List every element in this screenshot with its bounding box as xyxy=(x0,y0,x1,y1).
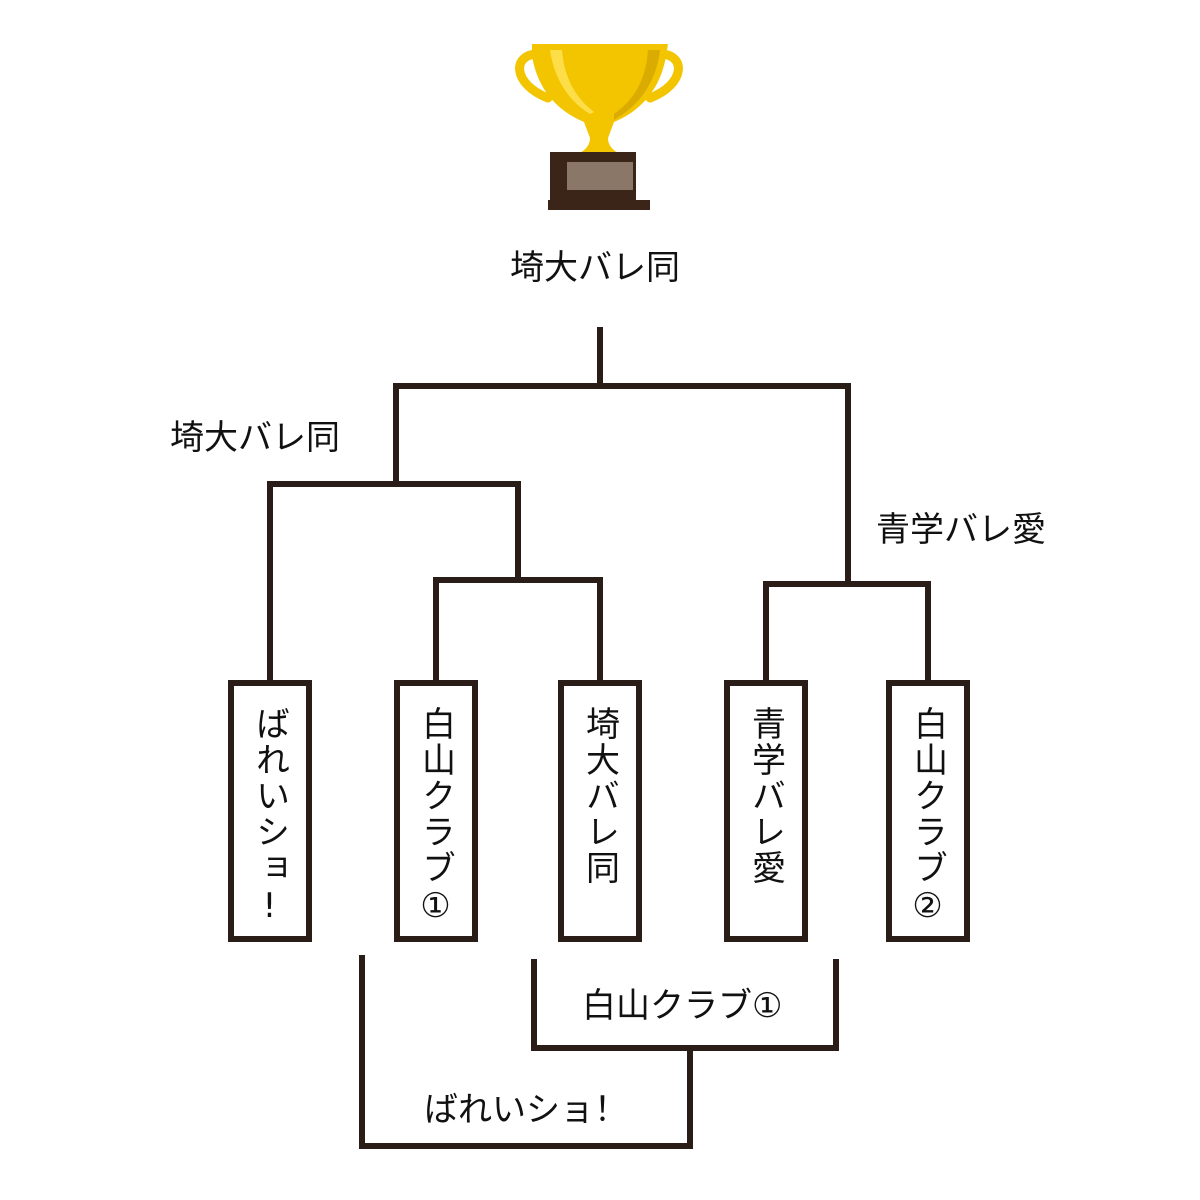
left-first-round-bracket xyxy=(433,577,603,683)
team-box-2: 白山クラブ① xyxy=(394,680,478,942)
lower-lower-match-bracket xyxy=(359,955,693,1149)
team-name: 埼大バレ同 xyxy=(579,706,620,886)
trophy-icon xyxy=(515,44,683,210)
lower-lower-match-result: ばれいショ！ xyxy=(424,1090,628,1130)
team-box-1: ばれいショ! xyxy=(228,680,312,942)
lower-upper-match-result: 白山クラブ① xyxy=(582,986,783,1026)
champion-label: 埼大バレ同 xyxy=(510,248,680,288)
team-box-3: 埼大バレ同 xyxy=(558,680,642,942)
team-name: 白山クラブ① xyxy=(415,706,456,928)
team-name: ばれいショ! xyxy=(249,706,290,928)
team-name: 青学バレ愛 xyxy=(745,706,786,886)
right-first-round-bracket xyxy=(763,581,931,683)
left-semifinal-bracket xyxy=(267,481,521,683)
team-name: 白山クラブ② xyxy=(907,706,948,928)
team-box-5: 白山クラブ② xyxy=(886,680,970,942)
final-bracket xyxy=(393,383,851,583)
lower-upper-match-bracket xyxy=(531,959,839,1051)
right-semifinal-winner-label: 青学バレ愛 xyxy=(876,510,1046,550)
left-semifinal-winner-label: 埼大バレ同 xyxy=(170,418,340,458)
team-box-4: 青学バレ愛 xyxy=(724,680,808,942)
